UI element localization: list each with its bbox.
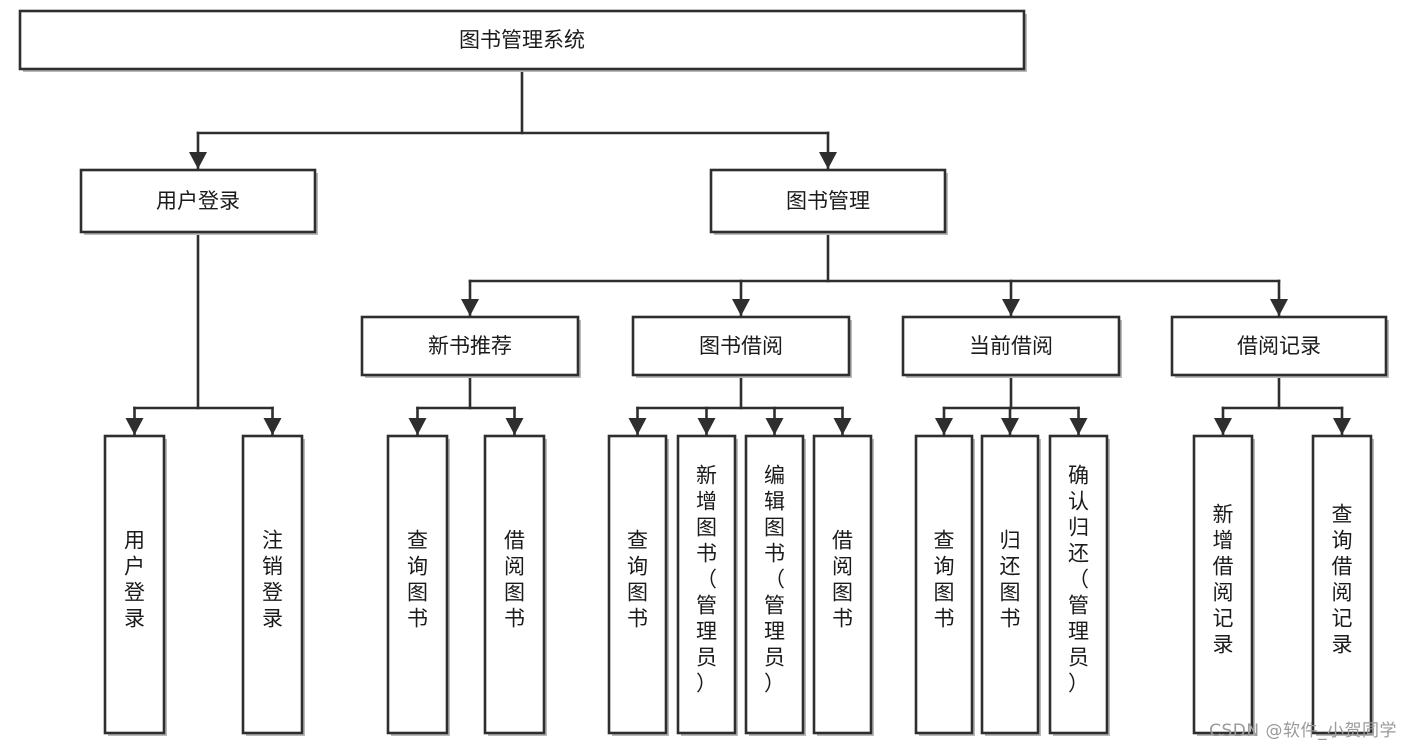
node-label: 新书推荐 (428, 334, 512, 358)
node-label: 用户登录 (156, 189, 240, 213)
arrow-head (189, 152, 207, 169)
csdn-watermark: CSDN @软件_小贺同学 (1209, 721, 1397, 741)
arrow-head (1001, 418, 1019, 435)
node-new-book-recommend[interactable]: 新书推荐 (360, 315, 581, 378)
node-label: 查询图书 (407, 529, 428, 631)
arrow-head (125, 418, 144, 435)
node-label: 图书管理 (786, 189, 870, 213)
arrow-head (408, 418, 427, 435)
node-label: 注销登录 (262, 529, 283, 631)
arrow-head (461, 299, 479, 316)
arrow-head (1069, 418, 1088, 435)
arrow-head (505, 418, 524, 435)
node-layer: 图书管理系统用户登录用户登录注销登录图书管理新书推荐查询图书借阅图书图书借阅查询… (18, 9, 1389, 736)
node-current-confirm-return-admin[interactable]: 确认归还（管理员） (1048, 434, 1110, 736)
connector-layer (125, 67, 1351, 437)
arrow-head (765, 418, 784, 435)
node-current-borrow[interactable]: 当前借阅 (901, 315, 1122, 378)
node-borrow-add-book-admin[interactable]: 新增图书（管理员） (676, 434, 738, 736)
arrow-head (833, 418, 852, 435)
node-label: 借阅图书 (832, 529, 853, 631)
node-label: 归还图书 (1000, 529, 1021, 631)
node-record-query[interactable]: 查询借阅记录 (1311, 434, 1374, 736)
arrow-head (628, 418, 647, 435)
node-label: 新增借阅记录 (1213, 503, 1234, 657)
node-user-login[interactable]: 用户登录 (79, 168, 318, 235)
node-recommend-query-book[interactable]: 查询图书 (386, 434, 450, 736)
arrow-head (1002, 299, 1020, 316)
node-label: 用户登录 (124, 529, 145, 631)
arrow-head (697, 418, 716, 435)
arrow-head (263, 418, 282, 435)
node-borrow-borrow-book[interactable]: 借阅图书 (812, 434, 874, 736)
node-current-return-book[interactable]: 归还图书 (980, 434, 1041, 736)
node-borrow-edit-book-admin[interactable]: 编辑图书（管理员） (744, 434, 806, 736)
arrow-head (1270, 299, 1288, 316)
arrow-head (819, 152, 837, 169)
node-label: 查询图书 (627, 529, 648, 631)
node-label: 编辑图书（管理员） (764, 464, 785, 696)
node-borrow-record[interactable]: 借阅记录 (1170, 315, 1389, 378)
arrow-head (1214, 418, 1232, 435)
node-label: 新增图书（管理员） (696, 464, 717, 696)
node-root[interactable]: 图书管理系统 (18, 9, 1027, 72)
node-recommend-borrow-book[interactable]: 借阅图书 (483, 434, 547, 736)
node-record-add[interactable]: 新增借阅记录 (1192, 434, 1255, 736)
node-user-login-logout[interactable]: 注销登录 (241, 434, 305, 736)
node-label: 借阅记录 (1237, 334, 1321, 358)
node-book-borrow[interactable]: 图书借阅 (631, 315, 852, 378)
node-label: 确认归还（管理员） (1068, 464, 1089, 696)
arrow-head (935, 418, 953, 435)
node-label: 查询借阅记录 (1332, 503, 1353, 657)
arrow-head (732, 299, 750, 316)
arrow-head (1333, 418, 1351, 435)
node-label: 当前借阅 (969, 334, 1053, 358)
node-book-management[interactable]: 图书管理 (709, 168, 948, 235)
node-user-login-login[interactable]: 用户登录 (103, 434, 167, 736)
node-label: 借阅图书 (504, 529, 525, 631)
node-label: 图书借阅 (699, 334, 783, 358)
node-label: 图书管理系统 (459, 28, 585, 52)
node-borrow-query-book[interactable]: 查询图书 (607, 434, 669, 736)
node-current-query-book[interactable]: 查询图书 (914, 434, 975, 736)
node-label: 查询图书 (934, 529, 955, 631)
